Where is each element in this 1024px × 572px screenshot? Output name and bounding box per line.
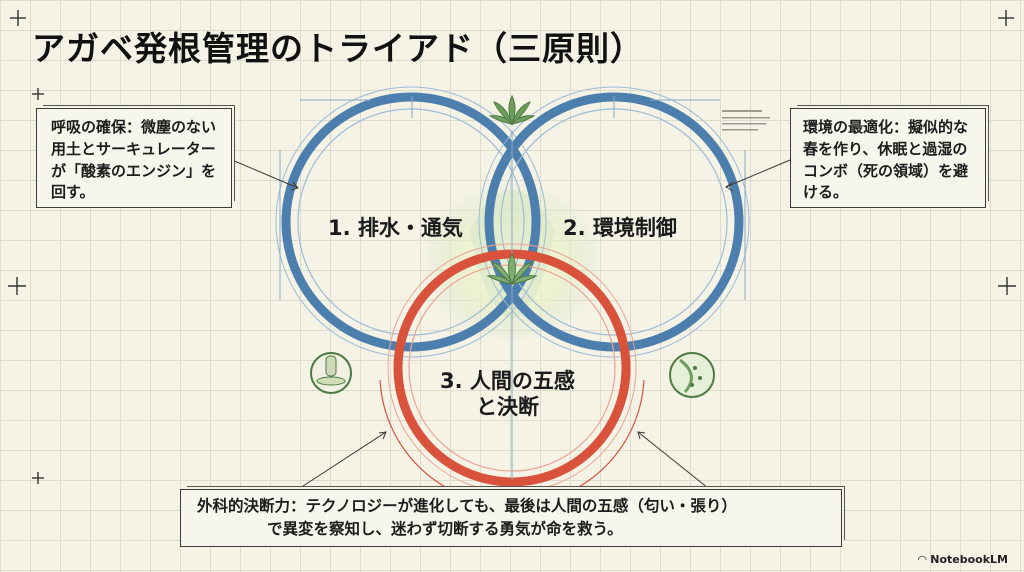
brand-label: ◠ NotebookLM	[918, 553, 1008, 566]
circle-1-label: 1. 排水・通気	[328, 216, 463, 240]
guide-lines	[279, 96, 746, 300]
root-cell-icon	[669, 352, 715, 398]
callout-surgical-lead: 外科的決断力：	[197, 497, 306, 515]
corner-marks	[8, 10, 1016, 484]
circle-3-label-line1: 3. 人間の五感	[440, 369, 575, 393]
brand-logo-icon: ◠	[917, 553, 927, 566]
circle-3-label: 3. 人間の五感 と決断	[440, 368, 575, 421]
soil-cross-section-icon	[310, 352, 352, 394]
agave-icon-top	[488, 94, 536, 126]
callout-environment: 環境の最適化：擬似的な春を作り、休眠と過湿のコンボ（死の領域）を避ける。	[790, 108, 986, 208]
circle-2-label: 2. 環境制御	[563, 216, 677, 240]
callout-breathing-text: 微塵のない用土とサーキュレーターが「酸素のエンジン」を回す。	[51, 118, 217, 202]
circle-3-label-line2: と決断	[475, 395, 539, 420]
annotation-scribble	[722, 110, 770, 131]
agave-icon-center	[486, 252, 538, 286]
pointer-lines	[231, 159, 791, 489]
page-title: アガベ発根管理のトライアド（三原則）	[32, 29, 644, 68]
callout-surgical-line2: で異変を察知し、迷わず切断する勇気が命を救う。	[267, 520, 623, 539]
callout-environment-text: 擬似的な春を作り、休眠と過湿のコンボ（死の領域）を避ける。	[803, 118, 969, 202]
brand-text: NotebookLM	[930, 553, 1008, 566]
callout-surgical-line1: テクノロジーが進化しても、最後は人間の五感（匂い・張り）	[305, 497, 737, 515]
callout-breathing-lead: 呼吸の確保：	[51, 118, 142, 136]
callout-breathing: 呼吸の確保：微塵のない用土とサーキュレーターが「酸素のエンジン」を回す。	[36, 108, 232, 208]
callout-environment-lead: 環境の最適化：	[803, 118, 909, 136]
callout-surgical-decision: 外科的決断力：テクノロジーが進化しても、最後は人間の五感（匂い・張り） で異変を…	[180, 489, 842, 547]
